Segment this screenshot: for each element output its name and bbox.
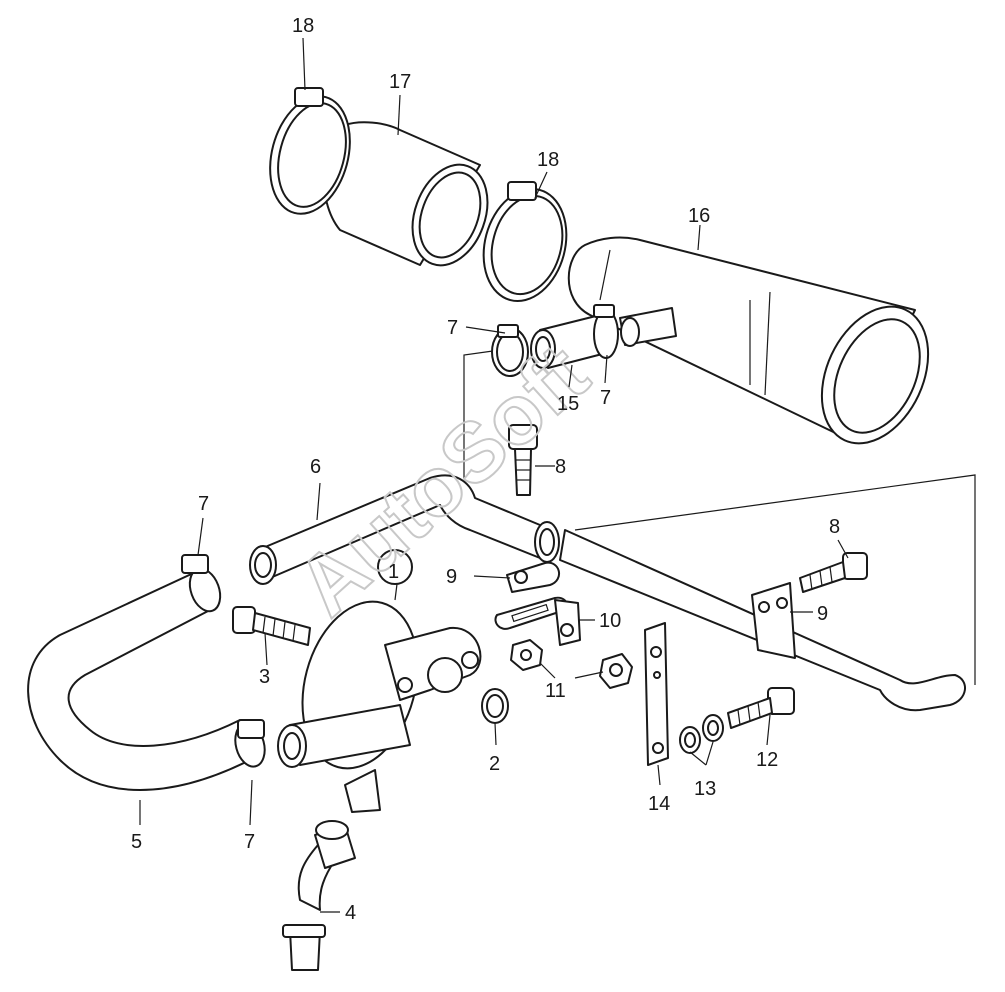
callout-16: 16: [688, 205, 710, 227]
part-15-connector-hose: [530, 307, 677, 369]
part-7-clamp-upper-right: [593, 304, 619, 359]
callout-7-upper-right: 7: [600, 387, 611, 409]
part-14-strap: [644, 622, 669, 766]
callout-18-lower: 18: [537, 149, 559, 171]
callout-8-right: 8: [829, 516, 840, 538]
part-1-housing: [277, 549, 482, 813]
part-16-reducer-pipe: [567, 236, 930, 445]
part-13-washers: [679, 714, 724, 754]
callouts: 18 17 18 16 7 15 7 8 6 7 9 8 9 10 1 3 11…: [131, 15, 840, 924]
part-18-clamp-lower: [482, 181, 568, 303]
reference-frame: [463, 349, 976, 685]
callout-9-upper: 9: [446, 566, 457, 588]
callout-17: 17: [389, 71, 411, 93]
callout-4: 4: [345, 902, 356, 924]
part-5-u-hose: [27, 567, 266, 791]
part-11-nut-left: [510, 639, 543, 671]
part-9-clip-upper: [506, 561, 560, 593]
callout-18-upper: 18: [292, 15, 314, 37]
part-8-bolt-right: [799, 552, 868, 593]
callout-6: 6: [310, 456, 321, 478]
callout-7-upper-left: 7: [447, 317, 458, 339]
part-7-clamp-left-top: [181, 554, 209, 574]
callout-3: 3: [259, 666, 270, 688]
callout-12: 12: [756, 749, 778, 771]
part-3-bolt: [232, 606, 311, 646]
part-11-nut-right: [599, 653, 633, 689]
callout-11: 11: [545, 680, 566, 702]
watermark: AutoSoft: [278, 325, 606, 634]
callout-14: 14: [648, 793, 670, 815]
callout-1: 1: [388, 561, 399, 583]
callout-13: 13: [694, 778, 716, 800]
callout-9-right: 9: [817, 603, 828, 625]
watermark-text: AutoSoft: [279, 326, 605, 633]
part-2-seal-ring: [481, 688, 509, 724]
part-10-bracket: [494, 596, 581, 646]
part-9-clip-right: [751, 582, 796, 659]
callout-7-left-top: 7: [198, 493, 209, 515]
leader-lines: [139, 37, 849, 913]
callout-8-upper: 8: [555, 456, 566, 478]
part-8-bolt-upper: [508, 424, 538, 496]
callout-5: 5: [131, 831, 142, 853]
part-4-pipe-fitting: [282, 820, 356, 971]
part-12-bolt: [727, 687, 795, 729]
part-17-sleeve: [322, 121, 489, 267]
part-18-clamp-upper: [269, 87, 351, 215]
part-7-clamp-left-bottom: [237, 719, 265, 739]
callout-2: 2: [489, 753, 500, 775]
part-7-clamp-upper-left: [491, 324, 529, 377]
callout-7-left-bottom: 7: [244, 831, 255, 853]
callout-10: 10: [599, 610, 621, 632]
callout-15: 15: [557, 393, 579, 415]
